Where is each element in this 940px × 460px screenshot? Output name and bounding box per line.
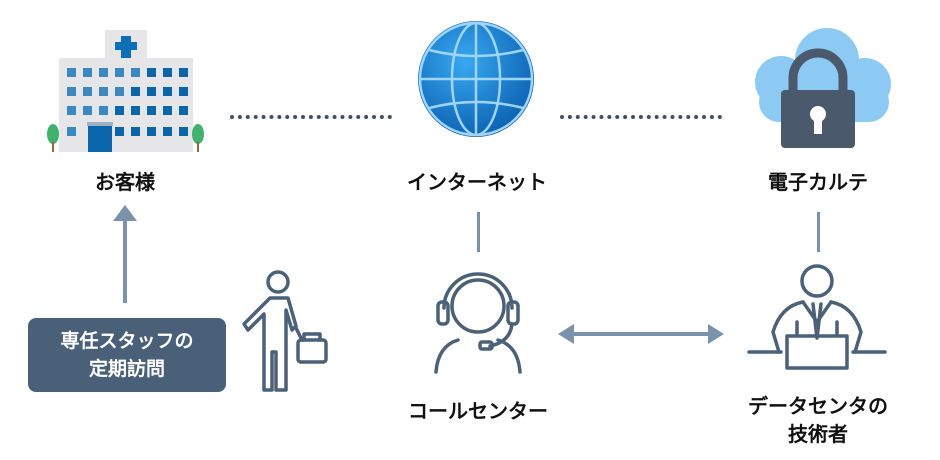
connector-ehr-datacenter [817, 212, 820, 252]
ehr-label: 電子カルテ [768, 170, 868, 194]
cloud-lock-icon [755, 28, 891, 148]
dc-tech-label-line1: データセンタの [748, 394, 888, 418]
hospital-building-icon [47, 30, 204, 152]
desk-worker-icon [747, 264, 887, 370]
regular-visit-box: 専任スタッフの 定期訪問 [28, 318, 226, 392]
call-center-label: コールセンター [408, 399, 548, 423]
headset-operator-icon [434, 272, 522, 374]
dotted-connection-right [560, 115, 722, 119]
visit-line1: 専任スタッフの [60, 330, 194, 352]
walking-staff-icon [242, 270, 328, 392]
dotted-connection-left [230, 115, 392, 119]
dc-tech-label-line2: 技術者 [788, 422, 848, 446]
globe-icon [418, 21, 534, 137]
customer-label: お客様 [95, 170, 155, 194]
connector-internet-callcenter [477, 212, 480, 252]
arrow-up-icon [113, 205, 137, 303]
double-arrow-icon [558, 324, 724, 344]
visit-line2: 定期訪問 [88, 358, 165, 380]
internet-label: インターネット [407, 170, 547, 194]
